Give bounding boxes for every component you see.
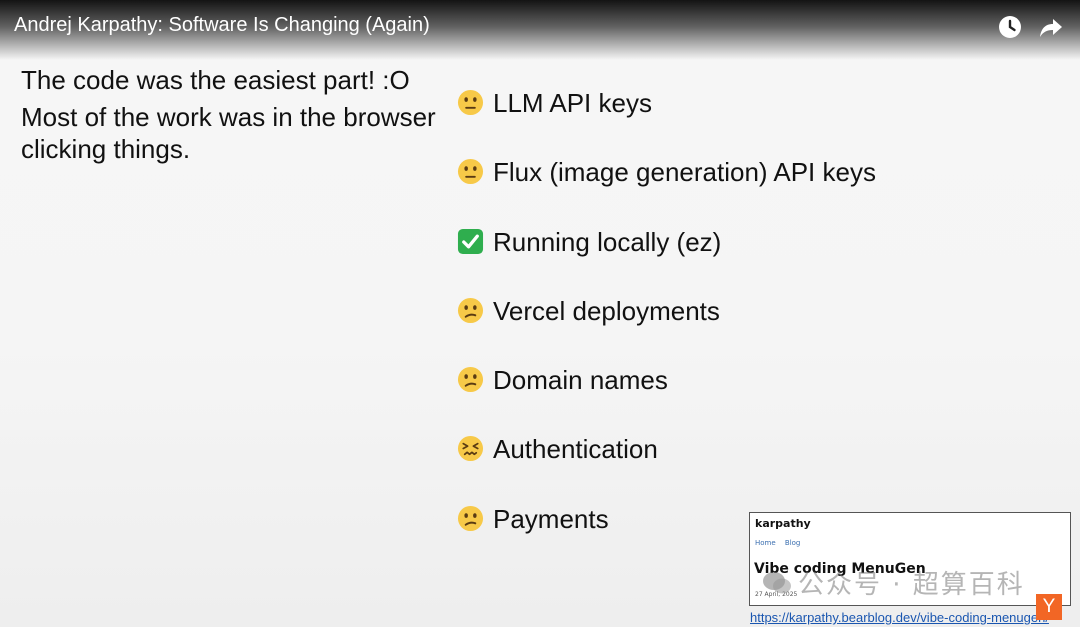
confused-face-icon (457, 367, 484, 393)
confused-face-icon (457, 297, 484, 323)
check-mark-icon (457, 228, 484, 254)
share-icon[interactable] (1038, 14, 1064, 40)
watch-later-icon[interactable] (997, 14, 1023, 40)
list-item: Flux (image generation) API keys (457, 154, 876, 223)
list-item-label: Payments (493, 503, 609, 534)
slide-subheading: Most of the work was in the browser clic… (21, 102, 436, 164)
list-item: Domain names (457, 362, 876, 431)
slide-left-text: The code was the easiest part! :O Most o… (21, 64, 451, 165)
blog-nav-home: Home (755, 539, 776, 547)
blog-nav-blog: Blog (784, 539, 801, 547)
blog-site-name: karpathy (755, 517, 811, 530)
watermark-text: 公众号 · 超算百科 (798, 570, 1025, 600)
blog-post-title: Vibe coding MenuGen (754, 561, 926, 577)
list-item: Payments (457, 501, 876, 570)
list-item: Authentication (457, 431, 876, 500)
video-title[interactable]: Andrej Karpathy: Software Is Changing (A… (14, 14, 430, 36)
list-item-label: Flux (image generation) API keys (493, 157, 876, 188)
list-item-label: Domain names (493, 365, 668, 396)
slide-heading: The code was the easiest part! :O (21, 65, 410, 95)
neutral-face-icon (457, 89, 484, 116)
list-item-label: Authentication (493, 434, 658, 465)
wechat-icon (763, 571, 791, 593)
blog-post-date: 27 April, 2025 (755, 591, 798, 598)
blog-url-link[interactable]: https://karpathy.bearblog.dev/vibe-codin… (750, 610, 1049, 625)
slide-checklist: LLM API keys Flux (image generation) API… (457, 85, 876, 570)
y-combinator-badge: Y (1036, 594, 1062, 620)
list-item: Vercel deployments (457, 293, 876, 362)
blog-nav: Home Blog (755, 539, 807, 547)
confused-face-icon (457, 505, 484, 531)
list-item-label: Running locally (ez) (493, 226, 722, 257)
confounded-face-icon (457, 436, 484, 462)
list-item-label: Vercel deployments (493, 295, 720, 326)
neutral-face-icon (457, 159, 484, 185)
video-title-bar: Andrej Karpathy: Software Is Changing (A… (0, 0, 1080, 60)
list-item: Running locally (ez) (457, 224, 876, 293)
list-item-label: LLM API keys (493, 88, 652, 118)
list-item: LLM API keys (457, 85, 876, 154)
watermark: 公众号 · 超算百科 (762, 564, 1025, 601)
blog-screenshot: karpathy Home Blog Vibe coding MenuGen 2… (749, 512, 1071, 606)
